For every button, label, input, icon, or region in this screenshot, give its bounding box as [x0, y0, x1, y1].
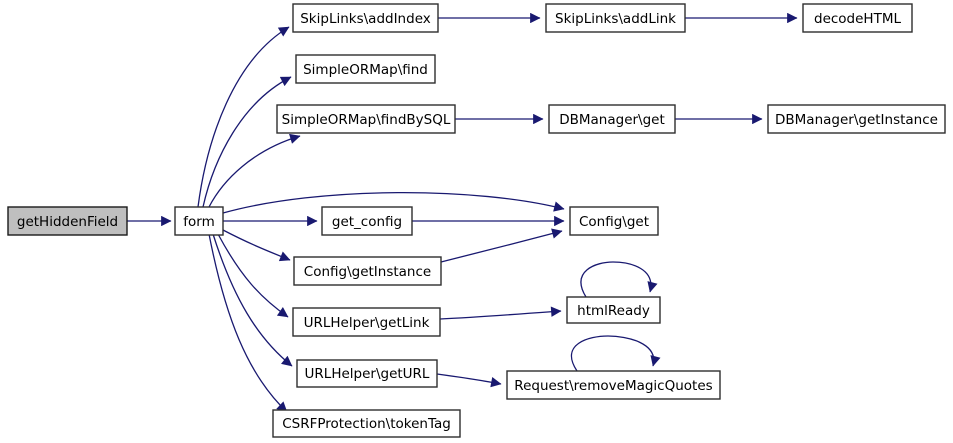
- node-simpleormap-findbysql[interactable]: SimpleORMap\findBySQL: [276, 104, 456, 134]
- node-request-removemagicquotes[interactable]: Request\removeMagicQuotes: [506, 370, 721, 400]
- node-config-get[interactable]: Config\get: [569, 206, 659, 236]
- node-box: [296, 359, 438, 388]
- edge-layer: [127, 12, 798, 413]
- node-box: [292, 3, 439, 33]
- node-label: Config\getInstance: [304, 264, 431, 280]
- edge-htmlready-self-loop: [580, 261, 658, 298]
- node-box: [566, 296, 661, 324]
- node-box: [548, 104, 676, 134]
- node-form[interactable]: form: [174, 206, 224, 236]
- node-label: CSRFProtection\tokenTag: [282, 416, 451, 432]
- node-label: form: [183, 214, 214, 230]
- node-getHiddenField: getHiddenField: [7, 206, 128, 236]
- node-get_config[interactable]: get_config: [321, 206, 413, 236]
- node-decodehtml[interactable]: decodeHTML: [802, 3, 913, 33]
- node-htmlready[interactable]: htmlReady: [566, 296, 661, 324]
- edge-config-getinstance-config-get: [440, 228, 563, 263]
- node-urlhelper-getlink[interactable]: URLHelper\getLink: [292, 307, 441, 337]
- node-label: get_config: [332, 214, 402, 230]
- edge-form-urlhelper-geturl: [212, 233, 293, 367]
- edge-urlhelper-getlink-htmlready: [439, 306, 562, 320]
- edge-form-skiplinks-addindex: [197, 26, 290, 208]
- node-label: URLHelper\getLink: [304, 315, 430, 331]
- node-label: URLHelper\getURL: [305, 366, 430, 382]
- node-dbmanager-get[interactable]: DBManager\get: [548, 104, 676, 134]
- node-label: htmlReady: [577, 303, 650, 319]
- node-label: DBManager\getInstance: [775, 112, 938, 128]
- node-box: [767, 104, 946, 134]
- edge-form-simpleormap-findbysql: [208, 133, 301, 208]
- node-box: [545, 3, 686, 33]
- node-skiplinks-addindex[interactable]: SkipLinks\addIndex: [292, 3, 439, 33]
- node-simpleormap-find[interactable]: SimpleORMap\find: [295, 54, 436, 84]
- edge-form-simpleormap-find: [202, 76, 292, 208]
- node-label: SkipLinks\addLink: [555, 11, 676, 27]
- node-label: SimpleORMap\findBySQL: [282, 112, 451, 128]
- node-box: [506, 370, 721, 400]
- edge-urlhelper-geturl-request-removemagicquotes: [436, 373, 502, 388]
- node-box: [7, 206, 128, 236]
- node-skiplinks-addlink[interactable]: SkipLinks\addLink: [545, 3, 686, 33]
- node-dbmanager-getinstance[interactable]: DBManager\getInstance: [767, 104, 946, 134]
- node-label: Request\removeMagicQuotes: [514, 378, 712, 394]
- edge-form-config-getinstance: [222, 229, 291, 262]
- node-box: [321, 206, 413, 236]
- edge-form-config-get: [222, 191, 565, 214]
- node-box: [295, 54, 436, 84]
- node-label: DBManager\get: [559, 112, 665, 128]
- edge-form-csrfprotection-tokentag: [208, 233, 288, 413]
- node-csrfprotection-tokentag[interactable]: CSRFProtection\tokenTag: [272, 409, 461, 438]
- node-box: [569, 206, 659, 236]
- node-urlhelper-geturl[interactable]: URLHelper\getURL: [296, 359, 438, 388]
- edge-request-removemagicquotes-self-loop: [570, 335, 661, 372]
- node-config-getinstance[interactable]: Config\getInstance: [293, 256, 442, 286]
- node-label: getHiddenField: [17, 214, 118, 230]
- node-label: SkipLinks\addIndex: [300, 11, 431, 27]
- node-label: SimpleORMap\find: [303, 62, 428, 78]
- node-box: [292, 307, 441, 337]
- node-box: [276, 104, 456, 134]
- node-label: Config\get: [579, 214, 649, 230]
- node-box: [293, 256, 442, 286]
- node-label: decodeHTML: [814, 11, 901, 27]
- node-box: [272, 409, 461, 438]
- node-box: [174, 206, 224, 236]
- node-box: [802, 3, 913, 33]
- edge-form-urlhelper-getlink: [217, 233, 289, 318]
